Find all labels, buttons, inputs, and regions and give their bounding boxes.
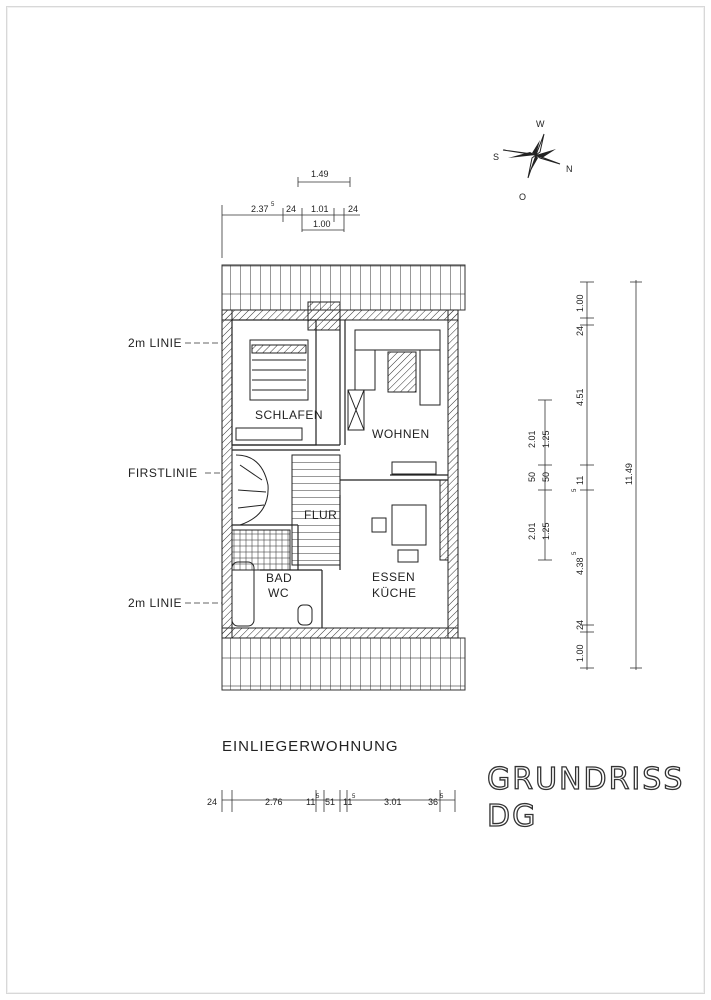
stair	[291, 454, 341, 566]
dim-b-11-b-sup: 5	[352, 794, 356, 800]
dim-i-2-01-bottom: 2.01	[527, 522, 537, 540]
dim-1-00: 1.00	[313, 219, 331, 229]
room-label-wohnen: WOHNEN	[372, 427, 430, 441]
dim-b-51: 51	[325, 797, 335, 807]
caption-einliegerwohnung: EINLIEGERWOHNUNG	[222, 738, 399, 755]
line-label-2m-upper: 2m LINIE	[128, 336, 182, 350]
dim-b-3-01: 3.01	[384, 797, 402, 807]
dim-i-1-25-top: 1.25	[541, 430, 551, 448]
dim-r-24-top: 24	[575, 326, 585, 336]
roof-bottom	[221, 637, 466, 691]
sheet-border	[6, 6, 705, 994]
dim-2-37-sup: 5	[271, 202, 275, 208]
compass-rose: W N S O	[493, 119, 573, 202]
dim-i-50-a: 50	[527, 472, 537, 482]
kitchen-counter	[439, 479, 449, 561]
compass-label-west: W	[536, 119, 545, 129]
dim-r-4-38-sup: 5	[572, 551, 578, 555]
right-dimensions	[538, 280, 642, 670]
dim-1-01: 1.01	[311, 204, 329, 214]
dim-r-24-bottom: 24	[575, 620, 585, 630]
bath-tiles	[231, 529, 291, 571]
line-label-first: FIRSTLINIE	[128, 466, 198, 480]
wardrobe	[235, 427, 303, 441]
dim-b-11-a: 11	[306, 797, 315, 807]
dim-b-11-a-sup: 5	[316, 794, 320, 800]
dim-2-37: 2.37	[251, 204, 269, 214]
dim-r-11: 11	[575, 476, 585, 485]
dim-b-2-76: 2.76	[265, 797, 283, 807]
bed	[249, 339, 309, 401]
room-label-flur: FLUR	[304, 508, 337, 522]
dim-r-11-sup: 5	[572, 488, 578, 492]
compass-label-south: S	[493, 152, 499, 162]
room-label-bad: BAD	[266, 571, 292, 585]
dim-24-b: 24	[348, 204, 358, 214]
title-grundriss: GRUNDRISS	[487, 762, 684, 797]
dim-1-49: 1.49	[311, 169, 329, 179]
dim-b-11-b: 11	[343, 797, 352, 807]
stair-curve	[235, 454, 269, 526]
reference-lines	[185, 342, 222, 604]
room-label-kueche: KÜCHE	[372, 586, 417, 600]
dim-r-1-00-bottom: 1.00	[575, 644, 585, 662]
top-dimensions	[221, 177, 360, 258]
dim-24-a: 24	[286, 204, 296, 214]
compass-label-east: O	[519, 192, 526, 202]
dim-r-4-38: 4.38	[575, 557, 585, 575]
room-label-essen: ESSEN	[372, 570, 415, 584]
title-dg: DG	[487, 799, 537, 834]
dining-table	[371, 504, 427, 563]
compass-label-north: N	[566, 164, 573, 174]
roof-top	[221, 264, 466, 311]
dim-r-4-51: 4.51	[575, 388, 585, 406]
door-frame	[347, 389, 365, 431]
bathtub	[231, 561, 255, 627]
bottom-dimensions	[221, 790, 456, 812]
dim-b-24: 24	[207, 797, 217, 807]
dim-b-36-sup: 5	[440, 794, 444, 800]
dim-i-2-01-top: 2.01	[527, 430, 537, 448]
line-label-2m-lower: 2m LINIE	[128, 596, 182, 610]
chimney	[307, 301, 341, 331]
toilet	[297, 604, 313, 626]
room-label-wc: WC	[268, 586, 289, 600]
dim-r-1-00-top: 1.00	[575, 294, 585, 312]
dim-i-1-25-bottom: 1.25	[541, 522, 551, 540]
dim-i-50-b: 50	[541, 472, 551, 482]
dim-b-36: 36	[428, 797, 438, 807]
sideboard	[391, 461, 437, 475]
sofa-group	[354, 329, 441, 406]
room-label-schlafen: SCHLAFEN	[255, 408, 323, 422]
dim-11-49: 11.49	[624, 463, 634, 485]
